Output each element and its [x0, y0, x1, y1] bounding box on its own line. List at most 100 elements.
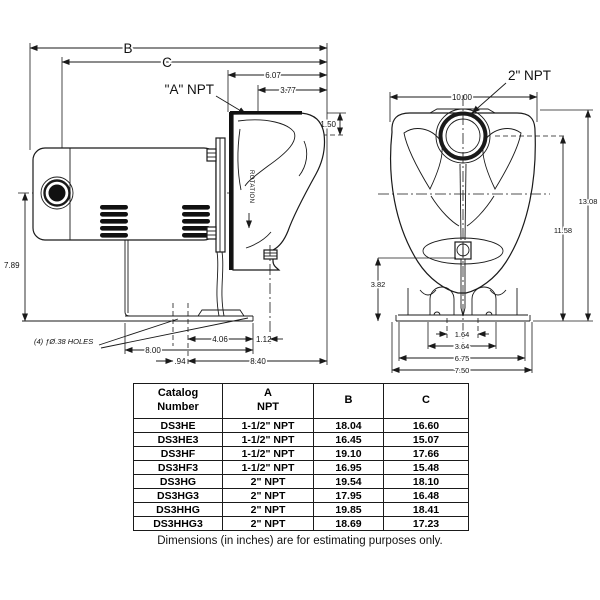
- dim-675: 6.75: [398, 322, 526, 365]
- holes-label: (4) ƒØ.38 HOLES: [34, 337, 93, 346]
- mounting-bracket: [22, 240, 254, 367]
- svg-text:6.75: 6.75: [455, 354, 470, 363]
- dim-b: B: [29, 39, 328, 365]
- a-npt-callout: "A" NPT: [163, 80, 247, 115]
- a-npt-label: "A" NPT: [165, 82, 214, 97]
- cell-b: 18.04: [313, 418, 384, 433]
- table-row: DS3HG3 2" NPT 17.95 16.48: [133, 488, 469, 503]
- dim-c: C: [61, 53, 328, 192]
- dim-1308: 13.08: [533, 109, 599, 322]
- cell-npt: 2" NPT: [222, 502, 314, 517]
- rotation-label: ROTATION: [248, 170, 254, 203]
- svg-text:8.00: 8.00: [145, 346, 161, 355]
- cell-npt: 1-1/2" NPT: [222, 460, 314, 475]
- motor-body: [32, 147, 217, 241]
- side-view-drawing: B C "A" NPT 6.07 3.77 1.5: [3, 39, 346, 368]
- npt2-label: 2" NPT: [508, 68, 551, 83]
- svg-text:3.82: 3.82: [371, 280, 386, 289]
- svg-text:11.58: 11.58: [554, 226, 572, 235]
- cell-npt: 2" NPT: [222, 474, 314, 489]
- svg-text:3.77: 3.77: [280, 86, 296, 95]
- cell-b: 17.95: [313, 488, 384, 503]
- table-row: DS3HF 1-1/2" NPT 19.10 17.66: [133, 446, 469, 461]
- cell-c: 16.48: [383, 488, 469, 503]
- table-row: DS3HHG3 2" NPT 18.69 17.23: [133, 516, 469, 531]
- cell-catalog: DS3HE3: [133, 432, 223, 447]
- footer-disclaimer: Dimensions (in inches) are for estimatin…: [157, 535, 443, 547]
- dim-607: 6.07: [227, 70, 328, 112]
- dim-789: 7.89: [3, 192, 29, 322]
- svg-text:1.50: 1.50: [320, 120, 336, 129]
- dim-1158: 11.58: [552, 135, 574, 322]
- svg-text:4.06: 4.06: [212, 335, 228, 344]
- svg-text:1.64: 1.64: [455, 330, 470, 339]
- table-row: DS3HHG 2" NPT 19.85 18.41: [133, 502, 469, 517]
- cell-c: 18.10: [383, 474, 469, 489]
- cell-c: 17.66: [383, 446, 469, 461]
- pump-casing-front: [389, 108, 536, 317]
- npt2-callout: 2" NPT: [471, 66, 553, 114]
- table-row: DS3HF3 1-1/2" NPT 16.95 15.48: [133, 460, 469, 475]
- cell-catalog: DS3HG: [133, 474, 223, 489]
- svg-text:7.89: 7.89: [4, 261, 20, 270]
- dim-1000: 10.00: [389, 92, 538, 122]
- cell-catalog: DS3HG3: [133, 488, 223, 503]
- cell-c: 15.07: [383, 432, 469, 447]
- cell-b: 18.69: [313, 516, 384, 531]
- cell-catalog: DS3HE: [133, 418, 223, 433]
- dim-b-label: B: [123, 41, 132, 56]
- cell-catalog: DS3HHG3: [133, 516, 223, 531]
- svg-text:6.07: 6.07: [265, 71, 281, 80]
- svg-text:8.40: 8.40: [250, 357, 266, 366]
- cell-b: 16.95: [313, 460, 384, 475]
- cell-npt: 1-1/2" NPT: [222, 446, 314, 461]
- cell-npt: 1-1/2" NPT: [222, 432, 314, 447]
- cell-c: 16.60: [383, 418, 469, 433]
- holes-callout: (4) ƒØ.38 HOLES: [34, 317, 249, 349]
- cell-c: 17.23: [383, 516, 469, 531]
- cell-npt: 1-1/2" NPT: [222, 418, 314, 433]
- svg-text:10.00: 10.00: [452, 93, 473, 102]
- cell-b: 16.45: [313, 432, 384, 447]
- header-c: C: [383, 383, 469, 419]
- svg-text:1.12: 1.12: [256, 335, 272, 344]
- cell-npt: 2" NPT: [222, 516, 314, 531]
- dim-800: 8.00: [124, 323, 254, 357]
- svg-text:3.64: 3.64: [455, 342, 470, 351]
- dim-750: 7.50: [391, 322, 533, 377]
- technical-drawing: B C "A" NPT 6.07 3.77 1.5: [3, 39, 599, 377]
- dim-112: 1.12: [255, 334, 283, 346]
- dim-164: 1.64: [436, 318, 489, 341]
- dim-382: 3.82: [369, 257, 456, 322]
- pump-casing-side: ROTATION: [229, 111, 326, 344]
- dim-840: 8.40: [187, 356, 328, 368]
- svg-text:7.50: 7.50: [455, 366, 470, 375]
- cell-c: 18.41: [383, 502, 469, 517]
- cell-catalog: DS3HHG: [133, 502, 223, 517]
- seal-plate: [206, 137, 226, 253]
- cell-npt: 2" NPT: [222, 488, 314, 503]
- cell-b: 19.85: [313, 502, 384, 517]
- table-row: DS3HE3 1-1/2" NPT 16.45 15.07: [133, 432, 469, 447]
- cell-catalog: DS3HF: [133, 446, 223, 461]
- conduit-boss: [40, 176, 74, 210]
- dim-094: .94: [156, 356, 188, 368]
- cell-b: 19.54: [313, 474, 384, 489]
- dim-c-label: C: [162, 55, 172, 70]
- motor-vents: [100, 205, 210, 238]
- header-b: B: [313, 383, 384, 419]
- dim-406: 4.06: [187, 323, 254, 354]
- dim-364: 3.64: [427, 322, 497, 353]
- cell-c: 15.48: [383, 460, 469, 475]
- cell-b: 19.10: [313, 446, 384, 461]
- svg-text:13.08: 13.08: [579, 197, 598, 206]
- front-view-drawing: 2" NPT 10.00: [369, 66, 599, 377]
- cell-catalog: DS3HF3: [133, 460, 223, 475]
- table-row: DS3HE 1-1/2" NPT 18.04 16.60: [133, 418, 469, 433]
- svg-text:.94: .94: [174, 357, 186, 366]
